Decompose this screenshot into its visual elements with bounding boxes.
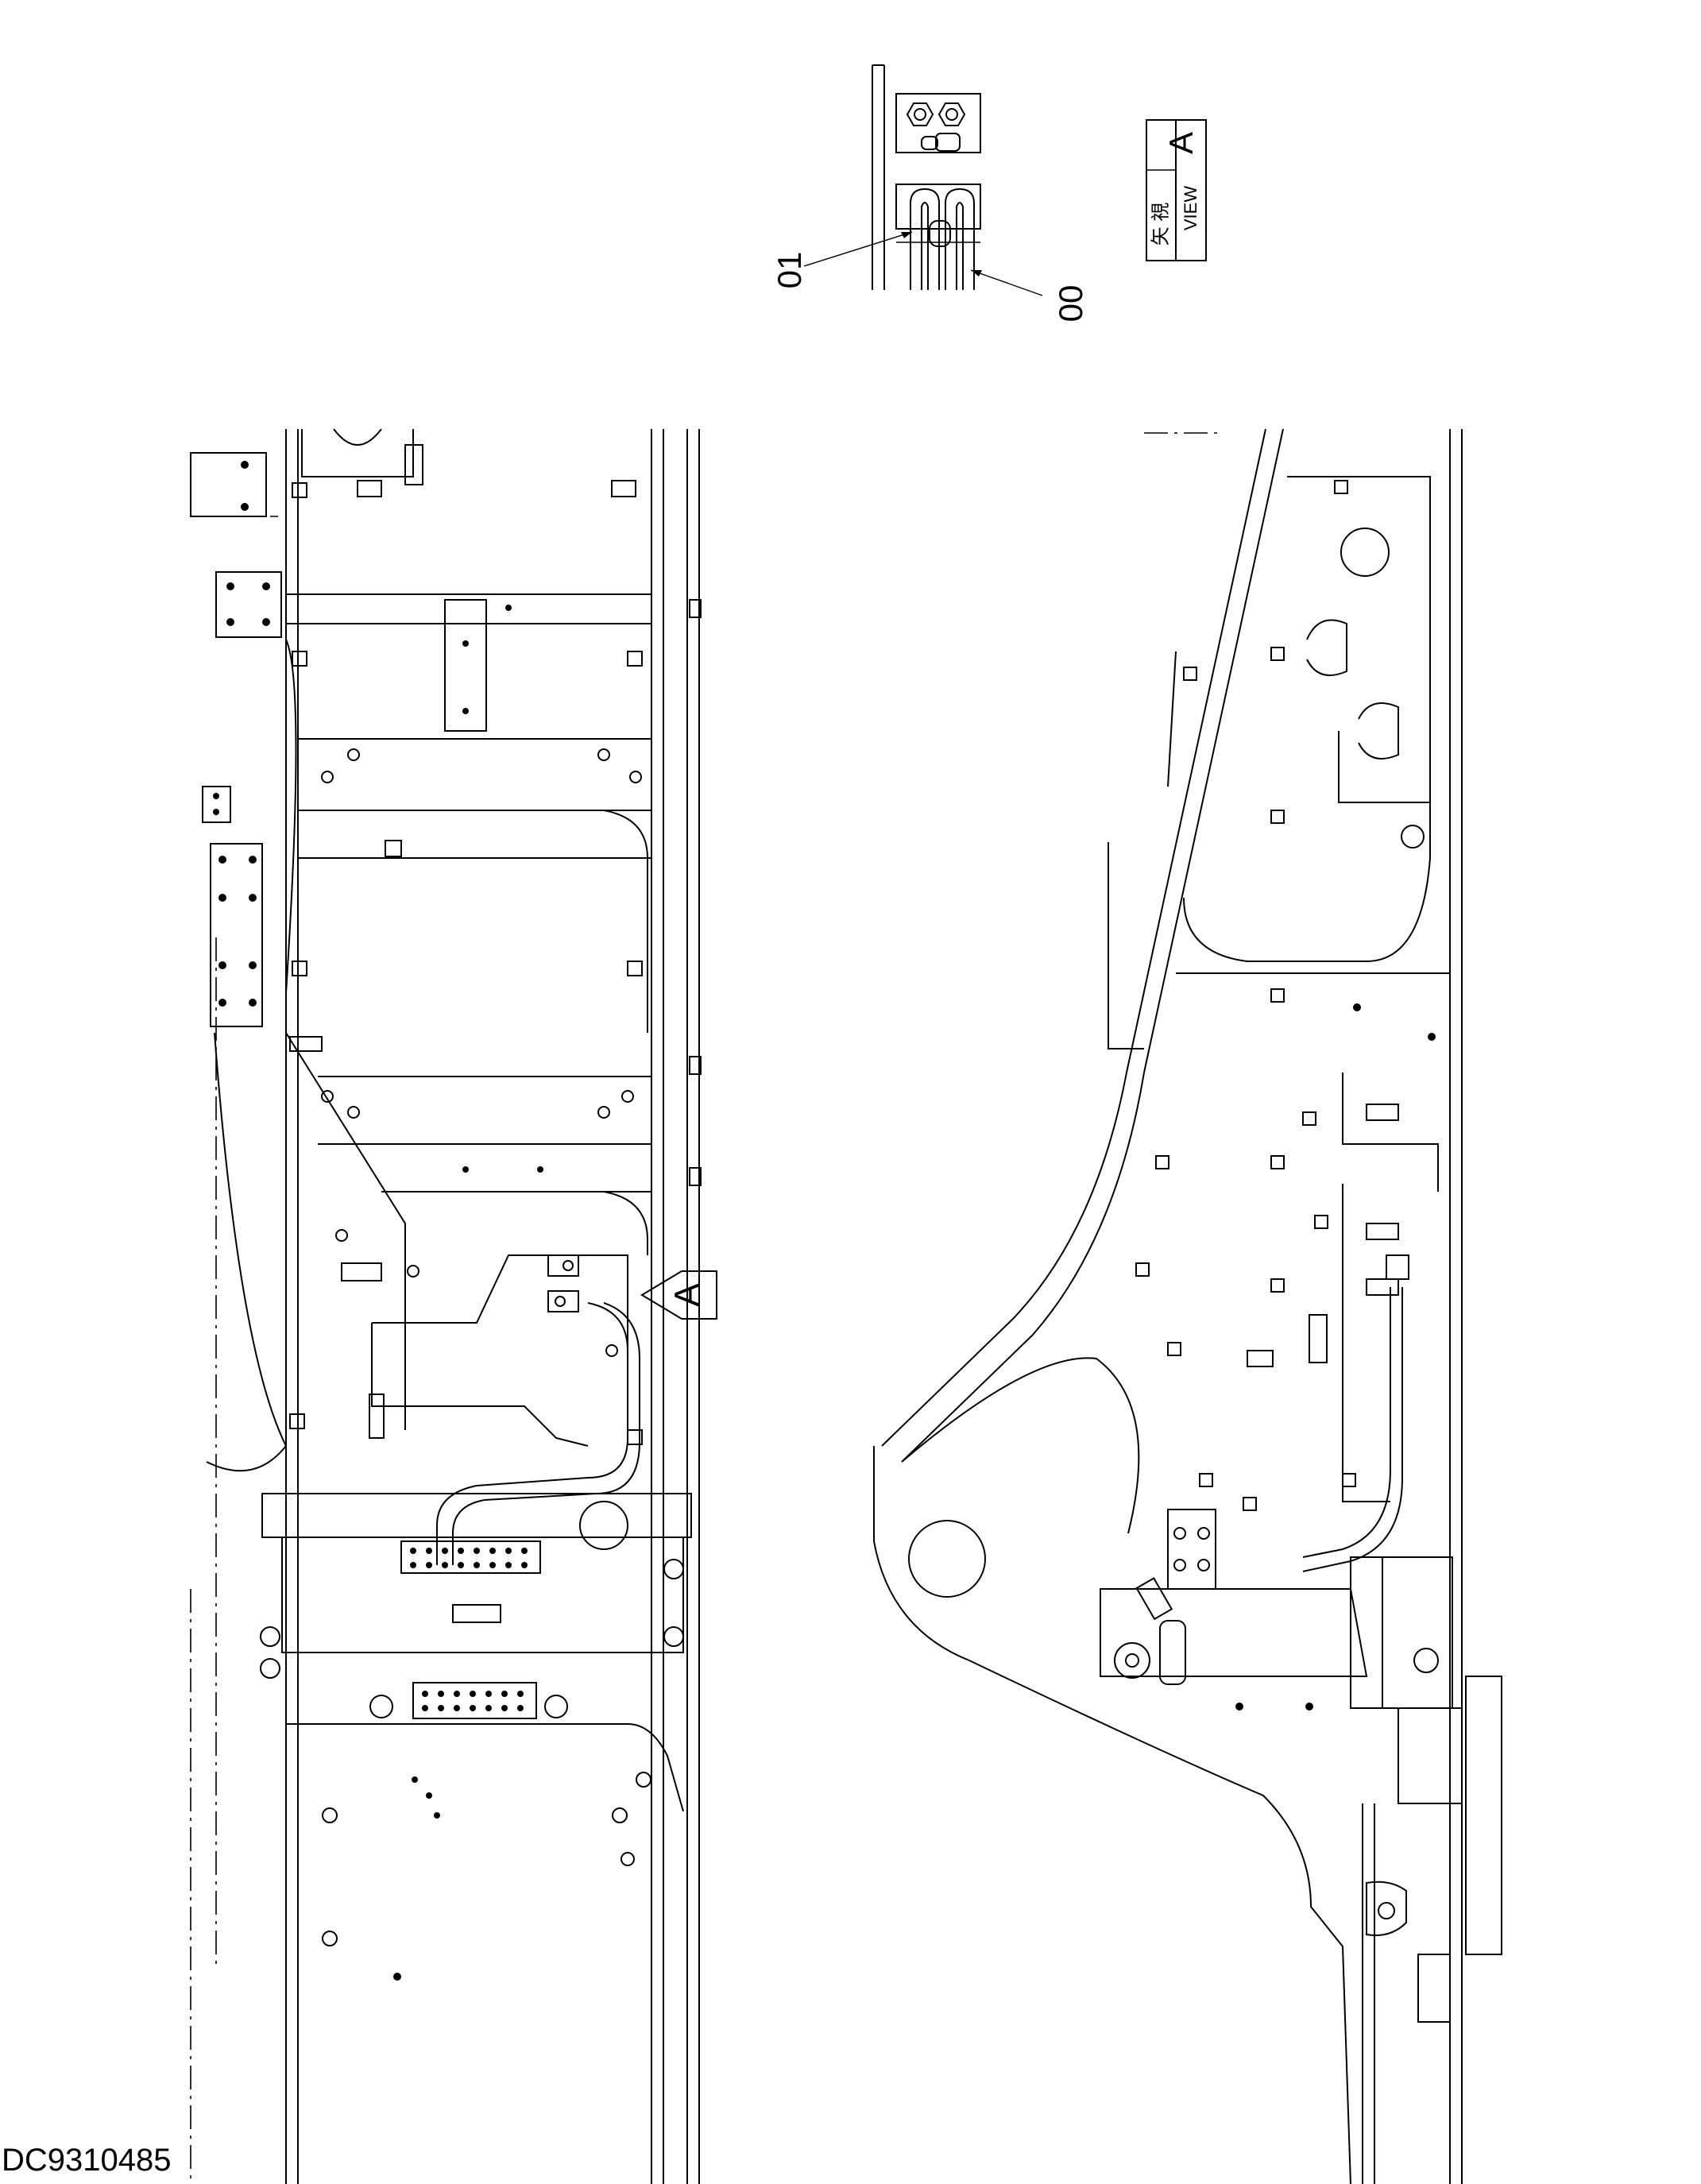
detail-view-a [803,64,1043,296]
right-frame-view [873,428,1502,2184]
view-a-arrow [640,1270,717,1320]
view-label-en: VIEW [1181,186,1200,230]
callout-00: 00 [1052,285,1089,323]
view-label-box [1146,119,1207,261]
view-label-jp: 矢 視 [1150,203,1171,246]
view-a-arrow-letter: A [668,1283,707,1307]
drawing-number: DC9310485 [2,2143,172,2178]
callout-01: 01 [771,252,808,289]
left-frame-view [190,428,702,2184]
view-label-letter: A [1162,132,1200,154]
